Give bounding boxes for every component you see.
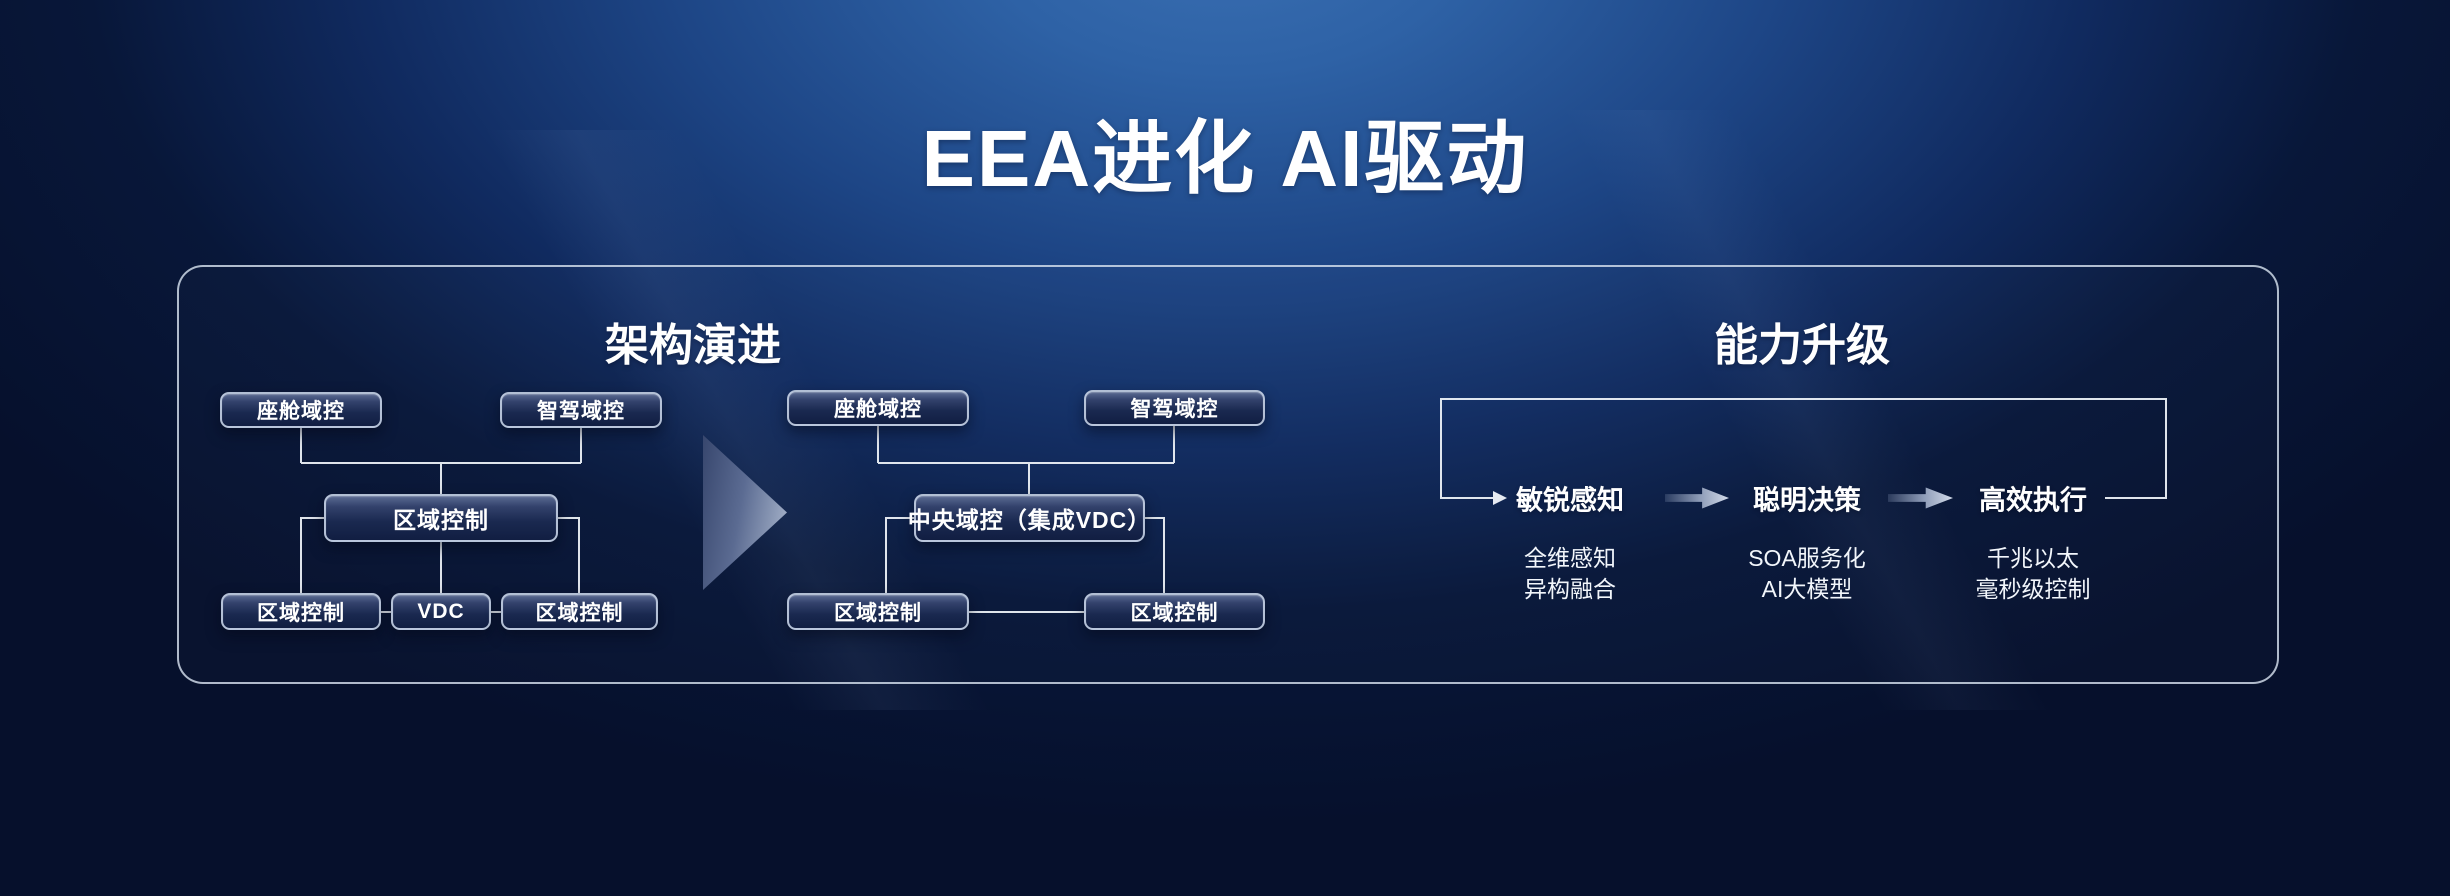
content-panel: 架构演进 能力升级 座舱域控 智驾域控 区域控制 区域控制 VDC 区域控制 座…	[177, 265, 2279, 684]
detail-line: 全维感知	[1524, 545, 1616, 571]
stage-execution-label: 高效执行	[1979, 485, 2087, 516]
node-zonal-left-before: 区域控制	[221, 593, 381, 630]
after-diagram-connectors	[877, 426, 1175, 613]
node-adas-after: 智驾域控	[1084, 390, 1265, 426]
connector-lines	[300, 398, 2167, 613]
detail-line: AI大模型	[1761, 576, 1853, 602]
stage-execution-details: 千兆以太 毫秒级控制	[1976, 543, 2091, 605]
capability-loop-line	[1440, 398, 2167, 499]
detail-line: 毫秒级控制	[1975, 576, 2091, 602]
before-diagram-connectors	[300, 428, 582, 613]
architecture-section-title: 架构演进	[605, 321, 781, 370]
node-zonal-right-after: 区域控制	[1084, 593, 1265, 630]
capability-section-title: 能力升级	[1714, 321, 1890, 370]
loop-arrowhead-icon	[1493, 491, 1507, 505]
detail-line: 千兆以太	[1987, 545, 2079, 571]
stage-decision-label: 聪明决策	[1753, 485, 1861, 516]
node-cockpit-before: 座舱域控	[220, 392, 382, 428]
node-adas-before: 智驾域控	[500, 392, 662, 428]
node-zonal-right-before: 区域控制	[501, 593, 658, 630]
node-central-domain-after: 中央域控（集成VDC）	[908, 494, 1150, 542]
detail-line: SOA服务化	[1748, 545, 1866, 571]
node-zonal-center-before: 区域控制	[324, 494, 558, 542]
node-vdc-before: VDC	[391, 593, 491, 630]
stage-perception-details: 全维感知 异构融合	[1524, 543, 1616, 605]
node-cockpit-after: 座舱域控	[787, 390, 969, 426]
detail-line: 异构融合	[1524, 576, 1616, 602]
stage-perception-label: 敏锐感知	[1516, 485, 1624, 516]
node-zonal-left-after: 区域控制	[787, 593, 969, 630]
slide-title: EEA进化 AI驱动	[921, 114, 1529, 203]
stage-decision-details: SOA服务化 AI大模型	[1748, 543, 1866, 605]
